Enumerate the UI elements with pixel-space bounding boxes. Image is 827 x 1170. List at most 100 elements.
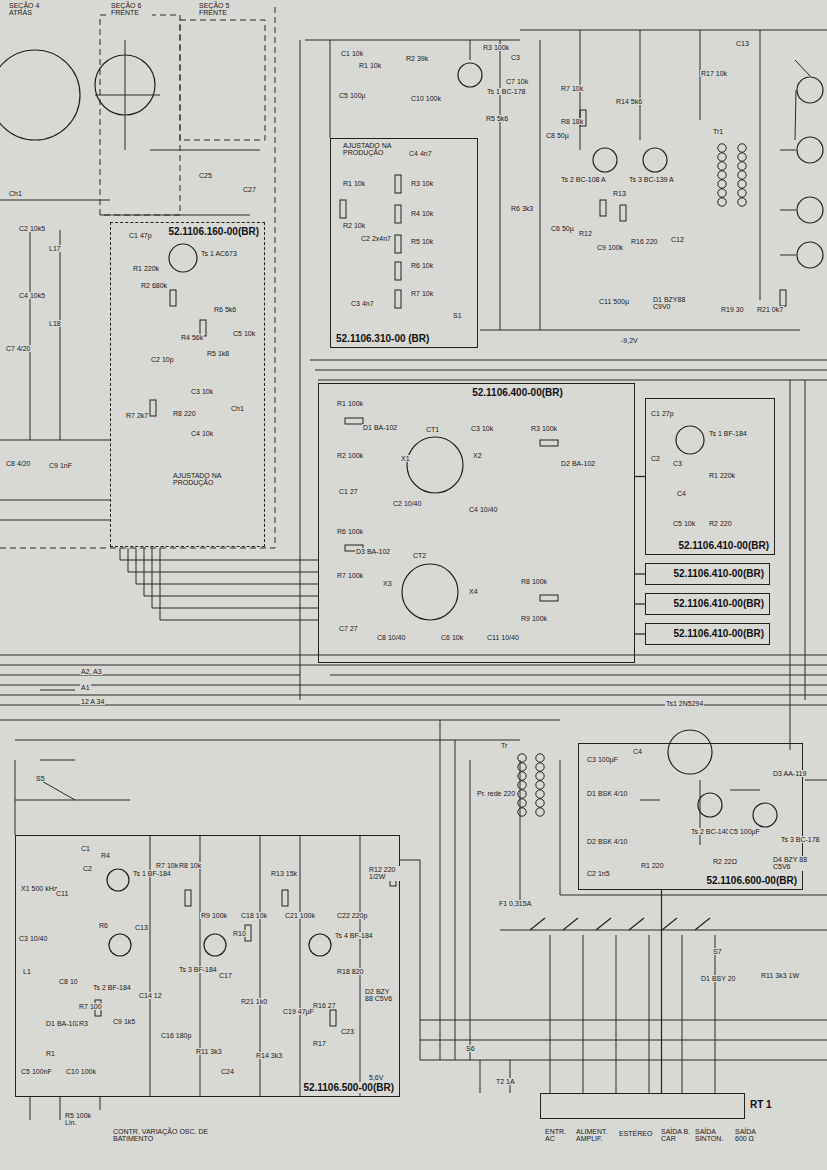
connector-line — [661, 890, 662, 1093]
component-label: C5 100nF — [20, 1068, 53, 1075]
wire — [300, 835, 301, 1097]
component-label: R8 220 — [172, 410, 197, 417]
component-label: C11 — [55, 890, 69, 897]
wire — [440, 720, 441, 1060]
component-label: R1 100k — [336, 400, 364, 407]
component-label: R4 — [100, 852, 111, 859]
component-label: C4 4n7 — [408, 150, 433, 157]
component-label: R12 220 1/2W — [368, 866, 400, 881]
coil-turn — [536, 799, 544, 807]
section-frame — [180, 20, 265, 140]
component-label: R5 1k8 — [206, 350, 230, 357]
component-label: Ts 2 BF-184 — [92, 984, 132, 991]
component-label: C24 — [220, 1068, 235, 1075]
connector-line — [635, 573, 645, 574]
component-label: -9,2V — [620, 337, 639, 344]
wire — [560, 895, 827, 896]
component-label: AJUSTADO NA PRODUÇÃO — [172, 472, 244, 487]
component-label: R13 15k — [270, 870, 298, 877]
component-label: C2 10p — [150, 356, 175, 363]
wire — [780, 255, 796, 256]
round-symbol — [797, 137, 823, 163]
component-label: C7 27 — [338, 625, 359, 632]
module-title: 52.1106.310-00 (BR) — [334, 333, 431, 344]
component-label: D3 BA-102 — [355, 548, 391, 555]
component-label: C3 4n7 — [350, 300, 375, 307]
component-label: R6 10k — [410, 262, 434, 269]
resistor-symbol — [540, 440, 558, 446]
component-label: ENTR. AC — [544, 1128, 574, 1143]
component-label: R7 10k — [560, 85, 584, 92]
module-box: 52.1106.410-00(BR) — [645, 593, 770, 615]
component-label: Ts 1 AC673 — [200, 250, 238, 257]
component-label: C6 50µ — [550, 225, 575, 232]
wire — [100, 1097, 101, 1110]
component-label: R2 220 — [708, 520, 733, 527]
component-label: S1 — [452, 312, 463, 319]
component-label: R21 0k7 — [756, 306, 784, 313]
wire — [470, 40, 471, 60]
component-label: C22 220p — [336, 912, 368, 919]
resistor-symbol — [330, 1010, 336, 1026]
resistor-symbol — [395, 235, 401, 253]
resistor-symbol — [780, 290, 786, 306]
component-label: X4 — [468, 588, 479, 595]
module-title: 52.1106.410-00(BR) — [671, 598, 766, 610]
wire — [30, 1097, 31, 1120]
crystal-symbol — [402, 564, 458, 620]
resistor-symbol — [170, 290, 176, 306]
transistor-symbol — [676, 426, 704, 454]
wire — [136, 548, 318, 584]
wire — [0, 200, 110, 201]
coil-turn — [718, 171, 726, 179]
component-label: R16 27 — [312, 1002, 337, 1009]
module-title: 52.1106.600-00(BR) — [704, 875, 799, 886]
module-title: 52.1106.410-00(BR) — [671, 568, 766, 580]
component-label: C4 — [676, 490, 687, 497]
wire — [305, 40, 520, 41]
component-label: D1 BSY 20 — [700, 975, 737, 982]
wire — [128, 548, 318, 572]
crystal-symbol — [407, 437, 463, 493]
transistor-symbol — [753, 803, 777, 827]
component-label: C2 1n5 — [586, 870, 611, 877]
wire — [318, 380, 827, 381]
component-label: C1 27 — [338, 488, 359, 495]
resistor-symbol — [395, 290, 401, 308]
component-label: Ch1 — [8, 190, 23, 197]
wire — [40, 690, 75, 691]
module-title: 52.1106.400-00(BR) — [470, 387, 565, 398]
wire — [510, 1060, 511, 1093]
wire — [0, 500, 110, 501]
component-label: R11 3k3 1W — [760, 972, 802, 979]
component-label: R8 100k — [520, 578, 548, 585]
component-label: D1 BZY88 C9V0 — [652, 296, 704, 311]
module-title: RT 1 — [748, 1099, 774, 1110]
component-label: C3 10k — [470, 425, 494, 432]
component-label: R3 10k — [410, 180, 434, 187]
component-label: R12 — [578, 230, 593, 237]
component-label: SAÍDA SINTON. — [694, 1128, 730, 1143]
component-label: C5 10k — [232, 330, 256, 337]
wire — [40, 760, 75, 761]
component-label: C4 10k — [190, 430, 214, 437]
component-label: C16 180p — [160, 1032, 192, 1039]
component-label: C6 10k — [440, 634, 464, 641]
module-connector — [635, 574, 645, 575]
wire — [330, 675, 827, 676]
section-frame — [0, 5, 275, 548]
component-label: R2 10k — [342, 222, 366, 229]
connector-line — [635, 633, 645, 634]
coil-turn — [738, 198, 746, 206]
resistor-symbol — [600, 200, 606, 216]
component-label: R5 100k Lin. — [64, 1112, 102, 1127]
component-label: R3 — [78, 1020, 89, 1027]
component-label: R7 10k — [155, 862, 179, 869]
component-label: R4 56k — [180, 334, 204, 341]
module-box: 52.1106.410-00(BR) — [645, 563, 770, 585]
resistor-symbol — [395, 262, 401, 280]
switch-blade — [662, 918, 677, 930]
coil-turn — [518, 781, 526, 789]
component-label: X3 — [382, 580, 393, 587]
component-label: CT2 — [412, 552, 427, 559]
